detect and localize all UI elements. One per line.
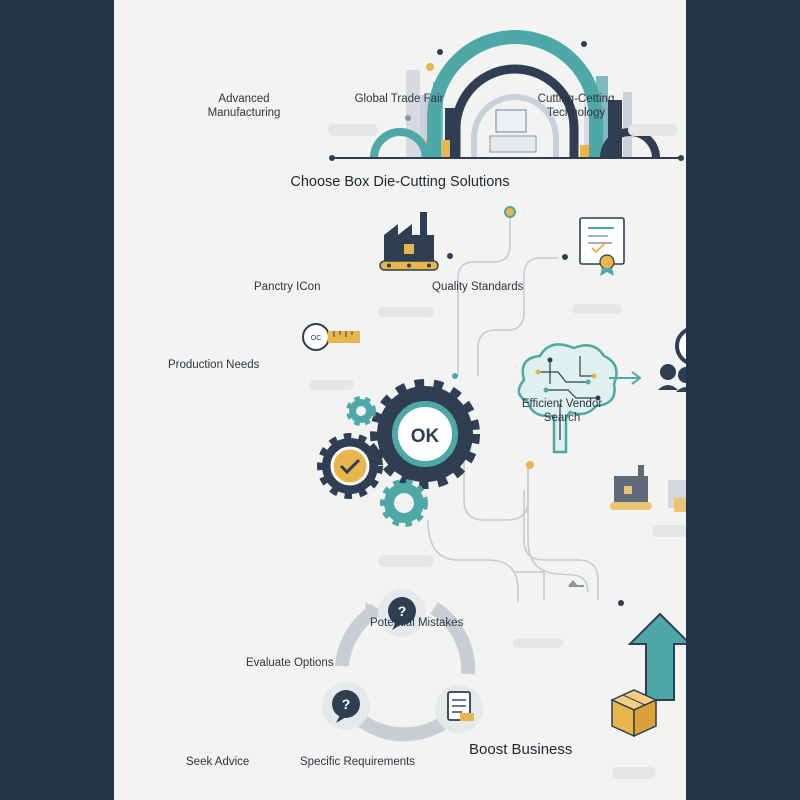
cycle-icon: [335, 602, 476, 742]
document-icon: [435, 685, 483, 733]
arrow-right-icon: [609, 371, 642, 385]
boost-business-label: Boost Business: [469, 741, 573, 758]
specific-requirements-label: Specific Requirements: [300, 756, 416, 768]
certificate-icon: [579, 217, 625, 276]
svg-text:?: ?: [342, 696, 351, 712]
cutting-technology-label: Cutting-Cetting Technology: [537, 93, 615, 119]
factory-label: Panctry ICon: [254, 281, 321, 293]
up-arrow-icon: [627, 612, 686, 701]
quality-standards-label: Quality Standards: [432, 281, 524, 293]
gear-text: OK: [411, 426, 440, 447]
diagram-art: OC OK: [302, 30, 686, 779]
box-icon: [610, 689, 658, 738]
infographic-panel: OC OK: [114, 0, 686, 800]
question-bubble-icon: ?: [322, 682, 370, 730]
svg-text:?: ?: [398, 603, 407, 619]
page-title: Choose Box Die-Cutting Solutions: [290, 174, 510, 190]
brain-circuit-icon: [517, 343, 618, 454]
blurred-factory-icon: [610, 465, 686, 512]
seek-advice-label: Seek Advice: [186, 756, 250, 768]
advanced-manufacturing-label: Advanced Manufacturing: [207, 93, 281, 119]
production-needs-label: Production Needs: [168, 359, 260, 371]
vendor-search-label: Efficient Vendor Search: [521, 398, 603, 424]
ruler-icon: OC: [302, 323, 360, 351]
vendor-search-icon: [658, 328, 686, 392]
potential-mistakes-label: Potential Mistakes: [370, 617, 464, 629]
gears-icon: OK: [317, 379, 480, 527]
svg-text:OC: OC: [311, 335, 322, 342]
factory-icon: [379, 212, 439, 271]
question-bubble-icon: ?: [378, 589, 426, 637]
global-trade-fair-label: Global Trade Fair: [354, 93, 444, 105]
evaluate-options-label: Evaluate Options: [246, 657, 334, 669]
